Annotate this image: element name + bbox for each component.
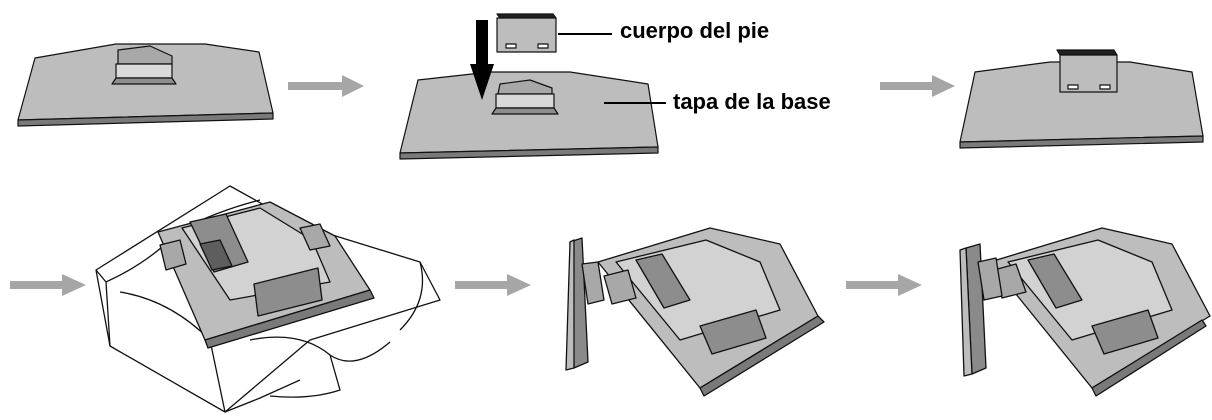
arrow-right-icon — [455, 274, 531, 296]
step4-monitor — [157, 201, 375, 349]
step2-base-cover — [399, 71, 659, 160]
step1-base-cover — [17, 43, 274, 127]
step3-assembled-base — [959, 49, 1204, 149]
label-base-cover: tapa de la base — [673, 89, 831, 114]
step5-stand — [565, 237, 605, 371]
step6-monitor — [989, 227, 1211, 397]
step5-monitor — [597, 227, 825, 397]
arrow-right-icon — [288, 75, 364, 97]
step6-stand — [959, 243, 1003, 377]
arrow-right-icon — [10, 274, 86, 296]
arrow-right-icon — [846, 274, 922, 296]
arrow-down-icon — [470, 20, 494, 100]
stand-body — [496, 13, 557, 53]
arrow-right-icon — [880, 75, 955, 97]
label-stand-body: cuerpo del pie — [620, 18, 770, 43]
